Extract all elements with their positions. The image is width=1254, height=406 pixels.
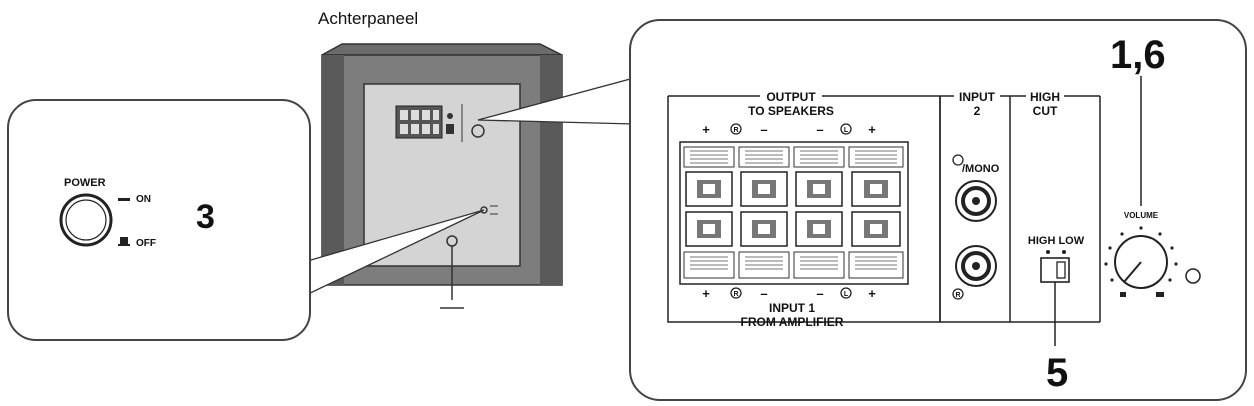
input2-jack-mono[interactable] <box>955 180 997 222</box>
step-number-5: 5 <box>1046 351 1068 395</box>
svg-text:–: – <box>816 286 823 301</box>
mono-indicator-icon <box>952 154 964 166</box>
svg-text:+: + <box>702 286 710 301</box>
r-indicator-icon <box>952 288 964 300</box>
input2-jack[interactable] <box>955 245 997 287</box>
on-label: ON <box>136 194 151 205</box>
volume-label: VOLUME <box>1124 211 1159 220</box>
volume-max-icon <box>1156 292 1164 297</box>
high-cut-title-line1: HIGH <box>1030 90 1060 104</box>
off-indicator-icon <box>120 237 128 245</box>
terminal-column-2 <box>738 146 790 279</box>
svg-text:R: R <box>733 291 738 298</box>
mono-label: /MONO <box>962 163 1000 175</box>
speaker-terminal-block <box>679 141 909 285</box>
power-button[interactable] <box>59 193 113 247</box>
svg-text:+: + <box>868 122 876 137</box>
terminal-column-1 <box>683 146 735 279</box>
high-low-label: HIGH LOW <box>1028 235 1085 247</box>
on-indicator-icon <box>118 198 130 201</box>
output-polarity-row: + R – – L + <box>702 122 876 137</box>
detail-zoom-panel <box>629 19 1247 401</box>
subwoofer-rear-view <box>321 43 563 309</box>
svg-text:+: + <box>868 286 876 301</box>
terminal-column-4 <box>848 146 904 279</box>
input2-title-line1: INPUT <box>959 90 996 104</box>
high-cut-title-line2: CUT <box>1033 104 1058 118</box>
volume-min-icon <box>1120 292 1126 297</box>
step-number-3: 3 <box>196 198 215 236</box>
rear-panel-title: Achterpaneel <box>318 9 418 28</box>
volume-knob[interactable] <box>1114 235 1168 289</box>
volume-scale-dots <box>1104 226 1178 282</box>
svg-text:–: – <box>816 122 823 137</box>
speaker-terminal[interactable] <box>795 171 843 207</box>
input1-polarity-row: + R – – L + <box>702 286 876 301</box>
power-zoom-panel <box>7 99 311 341</box>
svg-text:–: – <box>760 122 767 137</box>
input1-title-line2: FROM AMPLIFIER <box>741 315 844 329</box>
power-label: POWER <box>64 177 106 189</box>
terminal-column-3 <box>793 146 845 279</box>
r-symbol: R <box>733 127 738 134</box>
input2-title-line2: 2 <box>974 104 981 118</box>
svg-text:L: L <box>844 291 849 298</box>
svg-text:+: + <box>702 122 710 137</box>
output-title-line1: OUTPUT <box>766 90 816 104</box>
svg-text:–: – <box>760 286 767 301</box>
power-indicator-led <box>1185 268 1201 284</box>
l-symbol: L <box>844 127 849 134</box>
svg-text:R: R <box>955 292 960 299</box>
step-number-1-6: 1,6 <box>1110 33 1166 77</box>
off-label: OFF <box>136 238 156 249</box>
input1-title-line1: INPUT 1 <box>769 301 815 315</box>
output-title-line2: TO SPEAKERS <box>748 104 834 118</box>
